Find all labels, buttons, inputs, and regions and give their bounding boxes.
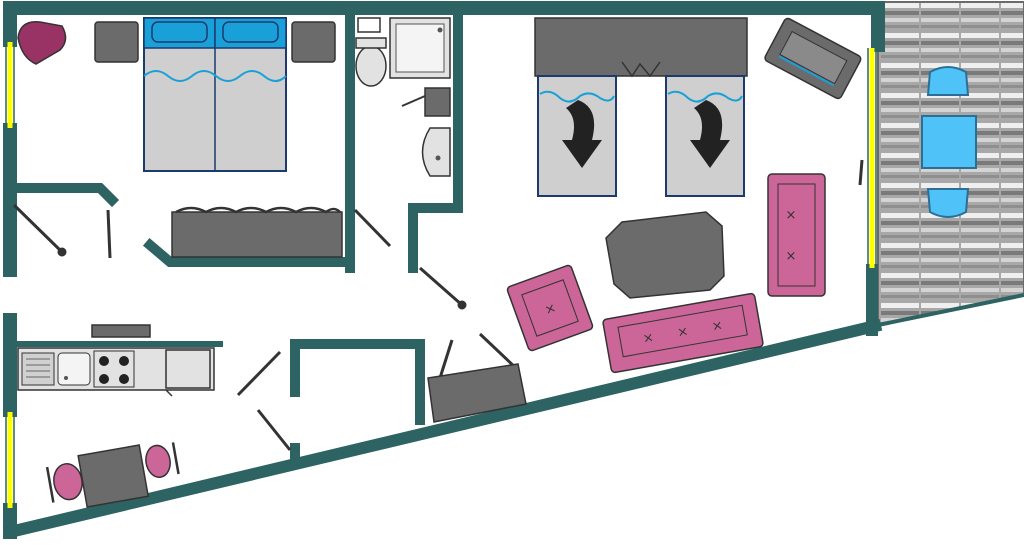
door [478,332,520,372]
door-hinge [457,300,467,310]
sofa-corner [764,17,862,100]
extractor-hood [91,324,151,338]
bedside-table [291,21,336,63]
hob-burner [99,356,109,366]
toilet [355,45,387,87]
chair [145,442,180,478]
terrace-chair [926,188,970,218]
single-bed-foldable [537,75,617,197]
armchair-seat [521,279,579,337]
hob-burner [119,374,129,384]
dining-table-top [77,444,150,508]
towel-rail [424,87,451,117]
pillow-inner [151,21,208,43]
bed-fold-line [539,90,615,103]
chair-back [45,466,55,503]
sink-drain [64,376,68,380]
entry-cabinet [427,363,527,423]
armchair [17,21,67,65]
outer-wall-top [3,1,885,52]
cushion-mark: × [676,324,689,341]
shower-tray-inner [395,23,445,73]
sofa-corner-seat [779,30,848,85]
dining-table [77,444,150,508]
bedside-table [94,21,139,63]
door [236,350,282,397]
chair-back [171,442,180,475]
duvet-edge [143,70,287,82]
sink [57,352,91,386]
windows [7,42,875,508]
wall-hall [290,339,425,425]
fridge [165,349,211,389]
armchair: × [506,264,594,352]
door [438,339,454,379]
door [106,209,112,259]
cushion-mark: × [786,249,797,264]
kitchen-dining [17,324,215,508]
sink-drainer-ribs [26,358,50,378]
cushion-mark: × [786,208,797,223]
wall-bedroom-bottom [5,183,120,208]
bed-fold-line [667,90,743,103]
pillow-inner [222,21,279,43]
shower-drain [437,27,443,33]
sink-drainer [21,352,55,386]
bathroom [355,17,451,177]
sofa [767,173,826,297]
washbasin [421,127,451,177]
doors [12,159,864,451]
terrace [877,1,1024,327]
chair-seat [53,463,83,501]
hob-burner [99,374,109,384]
wardrobe-hangers [175,206,341,214]
door [256,409,292,451]
terrace-railing [877,293,1024,327]
fold-down-arrow-icon [562,100,602,168]
terrace-chair [926,66,970,96]
cushion-mark: × [711,318,724,335]
twin-bedroom-living: × × × × × × [427,17,862,423]
chair-seat [145,444,171,478]
tv-unit [534,17,748,77]
wall-bathroom-right [408,3,463,273]
walls [2,1,885,540]
fridge-handle [165,389,173,397]
sofa-seat [777,183,816,287]
washbasin-drain [435,155,441,161]
sofa-bed-body [602,292,764,374]
armchair-body [506,264,594,352]
sofa-corner-accent [778,55,835,87]
terrace-table [921,115,977,169]
door [353,208,392,248]
door [419,266,463,307]
door [12,203,64,254]
outer-wall-diagonal [2,318,883,540]
chair [45,463,83,503]
bed-hinge-mark [621,61,661,78]
cistern [357,17,381,33]
coffee-table [605,211,725,299]
fold-down-arrow-icon [690,100,730,168]
toilet-tank [355,37,387,49]
window-frames [5,42,877,508]
sofa-bed-seat [617,304,748,358]
cushion-mark: × [642,330,655,347]
towel-rail-bar [401,95,426,107]
cushion-mark: × [543,300,558,318]
hob-burner [119,356,129,366]
sofa-bed: × × × [602,292,764,374]
door-hinge [57,247,67,257]
master-bedroom [17,17,343,258]
wall-bedroom-bottom-right [142,237,355,267]
wardrobe [171,211,343,258]
door [858,159,864,186]
